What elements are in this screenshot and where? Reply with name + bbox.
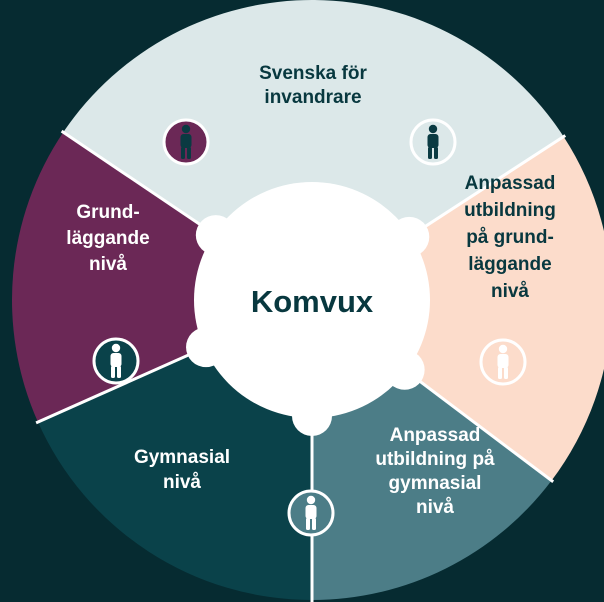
center-bump xyxy=(195,215,236,256)
center-bump xyxy=(389,216,430,257)
segment-label-line: läggande xyxy=(468,254,551,275)
segment-anpassad-grund xyxy=(312,136,604,481)
segment-label-line: utbildning på xyxy=(375,449,495,470)
segment-sfi xyxy=(63,0,564,300)
segment-label-line: Grund- xyxy=(76,202,139,223)
center-hub: Komvux xyxy=(186,182,430,436)
person-icon xyxy=(162,118,210,166)
segment-label-line: Anpassad xyxy=(465,173,556,194)
segment-grundlaggande xyxy=(11,132,313,423)
center-bump xyxy=(384,349,425,390)
center-bump xyxy=(292,396,332,436)
segment-label-line: nivå xyxy=(89,254,127,275)
person-icon xyxy=(479,338,527,386)
segment-label-line: gymnasial xyxy=(389,473,482,494)
segment-label-line: nivå xyxy=(416,497,454,518)
segment-label-line: Svenska för xyxy=(259,63,367,84)
person-icon xyxy=(287,489,335,537)
center-circle xyxy=(194,182,430,418)
segment-label-line: Anpassad xyxy=(390,425,481,446)
segment-label-anpassad-grund: Anpassad utbildning på grund-läggande nivå xyxy=(464,173,556,302)
segment-label-sfi: Svenska för invandrare xyxy=(259,63,367,108)
segment-label-line: invandrare xyxy=(264,87,361,108)
segment-label-line: utbildning xyxy=(464,200,556,221)
segment-label-gymnasial: Gymnasial nivå xyxy=(134,447,230,493)
person-icon xyxy=(92,337,140,385)
segment-label-line: nivå xyxy=(163,472,201,493)
center-bump xyxy=(186,327,227,368)
segment-label-line: nivå xyxy=(491,281,529,302)
segment-label-line: Gymnasial xyxy=(134,447,230,468)
segment-label-line: läggande xyxy=(66,228,149,249)
segment-label-grundlaggande: Grund-läggande nivå xyxy=(66,202,149,275)
segment-label-line: på grund- xyxy=(466,227,554,248)
person-icon xyxy=(409,118,457,166)
segment-label-anpassad-gymnasial: Anpassad utbildning på gymnasial nivå xyxy=(375,425,495,518)
center-label: Komvux xyxy=(251,284,374,319)
